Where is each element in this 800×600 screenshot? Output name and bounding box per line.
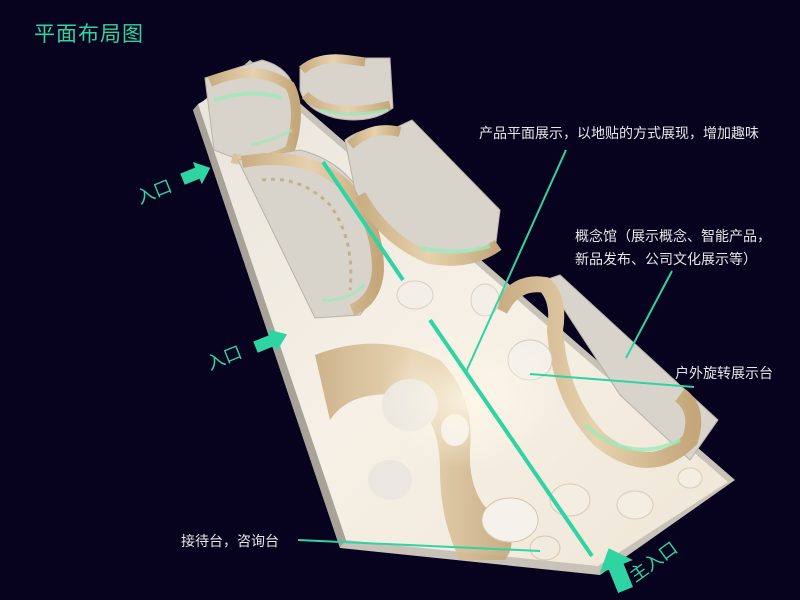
booth-upper-right [299,54,394,121]
leader-rotating-stage [529,373,695,388]
annotation-reception: 接待台，咨询台 [181,534,279,550]
floor-graphic-strips [321,160,594,558]
leader-floor-graphics [465,149,567,373]
arrow-right-icon [253,329,288,353]
arrow-right-icon [180,162,211,185]
page-title: 平面布局图 [34,22,144,46]
booth-upper-left [204,59,301,166]
annotation-rotating-stage: 户外旋转展示台 [675,366,773,382]
annotation-concept-hall-line2: 新品发布、公司文化展示等） [575,252,757,268]
leader-reception [297,539,541,552]
booth-middle-right [344,119,502,266]
leader-concept-hall [625,270,673,359]
leader-lines [297,149,695,552]
annotation-concept-hall-line1: 概念馆（展示概念、智能产品， [575,229,771,245]
arrow-up-icon [599,548,633,593]
annotation-floor-graphics: 产品平面展示，以地贴的方式展现，增加趣味 [479,126,759,142]
